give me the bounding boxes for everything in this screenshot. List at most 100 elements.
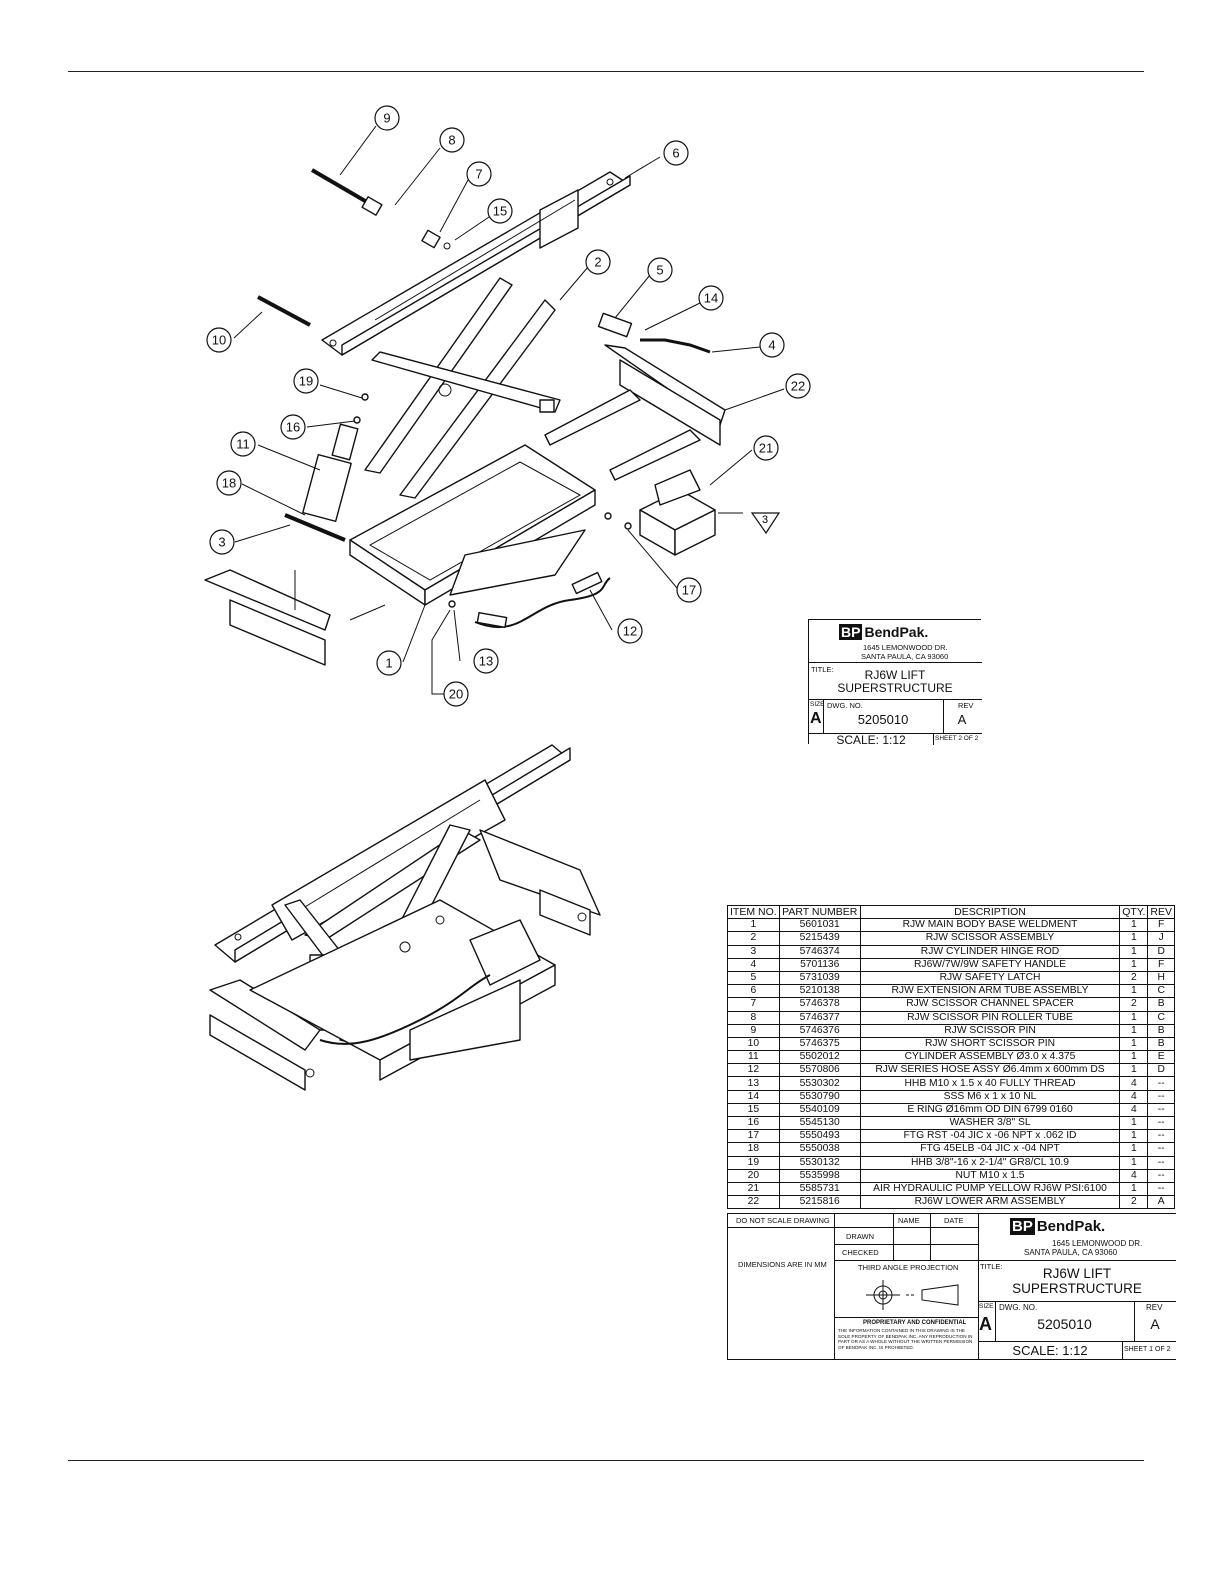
bom-description: RJW MAIN BODY BASE WELDMENT: [859, 918, 1121, 933]
bom-description: CYLINDER ASSEMBLY Ø3.0 x 4.375: [859, 1050, 1121, 1065]
bom-item-no: 8: [727, 1010, 780, 1025]
callout-number: 8: [448, 133, 455, 148]
drawn-label: DRAWN: [846, 1232, 875, 1241]
callout-20: 20: [443, 681, 469, 707]
callout-18: 18: [216, 470, 242, 496]
callout-number: 20: [449, 687, 463, 702]
bom-rev: --: [1147, 1129, 1175, 1144]
address-line-1: 1645 LEMONWOOD DR.: [863, 643, 948, 652]
bom-item-no: 17: [727, 1129, 780, 1144]
address-line-2-main: SANTA PAULA, CA 93060: [1024, 1248, 1118, 1257]
bom-part-number: 5215816: [778, 1195, 861, 1210]
callout-number: 11: [236, 437, 250, 452]
callout-number: 5: [656, 263, 663, 278]
drawing-title-main-1: RJ6W LIFT: [1042, 1266, 1112, 1281]
bom-description: FTG RST -04 JIC x -06 NPT x .062 ID: [859, 1129, 1121, 1144]
proprietary-title: PROPRIETARY AND CONFIDENTIAL: [863, 1320, 967, 1326]
bom-qty: 1: [1119, 1142, 1149, 1157]
dwg-no-label: DWG. NO.: [827, 701, 863, 710]
callout-number: 6: [672, 146, 679, 161]
bom-qty: 4: [1119, 1076, 1149, 1091]
bom-part-number: 5502012: [778, 1050, 861, 1065]
bom-description: RJW SCISSOR PIN ROLLER TUBE: [859, 1010, 1121, 1025]
bom-item-no: 7: [727, 997, 780, 1012]
dwg-no-value: 5205010: [857, 712, 909, 727]
bom-qty: 1: [1119, 957, 1149, 972]
callout-number: 17: [682, 583, 696, 598]
bom-item-no: 11: [727, 1050, 780, 1065]
drawing-title-2: SUPERSTRUCTURE: [837, 681, 953, 695]
rev-label: REV: [958, 701, 974, 710]
callout-16: 16: [280, 414, 306, 440]
bom-qty: 4: [1119, 1089, 1149, 1104]
bom-qty: 4: [1119, 1102, 1149, 1118]
bom-qty: 4: [1119, 1168, 1149, 1183]
callout-balloon: [374, 105, 400, 131]
bom-description: RJW SERIES HOSE ASSY Ø6.4mm x 600mm DS: [859, 1063, 1121, 1078]
callout-balloon: [216, 470, 242, 496]
bom-qty: 2: [1119, 1195, 1149, 1210]
callout-number: 12: [623, 624, 637, 639]
bom-header-item: ITEM NO.: [727, 904, 780, 920]
bom-qty: 1: [1119, 944, 1149, 959]
rev-value: A: [957, 712, 967, 727]
bom-description: RJ6W/7W/9W SAFETY HANDLE: [859, 957, 1121, 972]
bom-description: RJW SCISSOR PIN: [859, 1023, 1121, 1038]
third-angle-projection-symbol: [866, 1280, 959, 1310]
dwg-no-label-main: DWG. NO.: [999, 1303, 1038, 1312]
callout-number: 19: [299, 374, 313, 389]
bom-part-number: 5731039: [778, 970, 861, 986]
checked-label: CHECKED: [842, 1248, 879, 1257]
bom-part-number: 5540109: [778, 1102, 861, 1118]
bom-item-no: 15: [727, 1102, 780, 1118]
bom-part-number: 5215439: [778, 931, 861, 946]
bom-description: RJ6W LOWER ARM ASSEMBLY: [859, 1195, 1121, 1210]
callout-balloon: [698, 285, 724, 311]
bom-header-desc: DESCRIPTION: [859, 904, 1121, 920]
bom-item-no: 19: [727, 1155, 780, 1170]
name-header: NAME: [898, 1216, 920, 1225]
bom-qty: 1: [1119, 1115, 1149, 1131]
callout-number: 2: [594, 255, 601, 270]
callout-number: 21: [759, 441, 773, 456]
bom-part-number: 5746378: [778, 997, 861, 1012]
title-block-sheet-1: DO NOT SCALE DRAWING DIMENSIONS ARE IN M…: [727, 1213, 1176, 1360]
exploded-parts: [204, 168, 726, 666]
bom-qty: 1: [1119, 1036, 1149, 1052]
bom-description: FTG 45ELB -04 JIC x -04 NPT: [859, 1142, 1121, 1157]
bom-part-number: 5701136: [778, 957, 861, 972]
callout-number: 16: [286, 420, 300, 435]
callout-number: 1: [385, 656, 392, 671]
footer-rule: [68, 1460, 1144, 1461]
callout-number: 7: [475, 167, 482, 182]
bom-rev: F: [1147, 957, 1175, 972]
bom-qty: 1: [1119, 918, 1149, 933]
callout-balloon: [209, 529, 235, 555]
bom-part-number: 5570806: [778, 1063, 861, 1078]
callout-13: 13: [473, 648, 499, 674]
assembled-view: [209, 744, 601, 1091]
callout-10: 10: [206, 327, 232, 353]
bom-qty: 1: [1119, 1155, 1149, 1170]
bom-header-row: ITEM NO. PART NUMBER DESCRIPTION QTY. RE…: [727, 904, 1175, 920]
drawing-title-1: RJ6W LIFT: [864, 668, 926, 682]
bom-item-no: 1: [727, 918, 780, 933]
bom-item-no: 20: [727, 1168, 780, 1183]
bom-rev: --: [1147, 1089, 1175, 1104]
callout-balloon: [585, 249, 611, 275]
bom-item-no: 6: [727, 984, 780, 999]
callout-21: 21: [753, 435, 779, 461]
callout-balloon: [617, 618, 643, 644]
bom-description: AIR HYDRAULIC PUMP YELLOW RJ6W PSI:6100: [859, 1181, 1121, 1197]
